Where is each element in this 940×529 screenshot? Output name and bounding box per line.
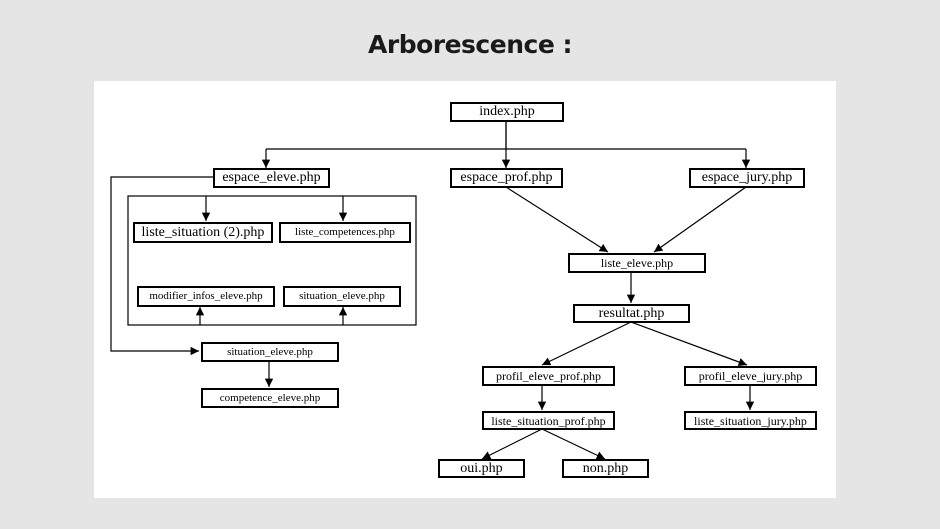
node-espace-jury: espace_jury.php	[689, 168, 805, 188]
node-situation-eleve-inner: situation_eleve.php	[283, 286, 401, 307]
edge-resultat-profil-prof	[541, 321, 632, 366]
edge-eleve-situation-loop	[110, 176, 213, 356]
edge-jury-liste-eleve	[653, 186, 747, 253]
node-situation-eleve: situation_eleve.php	[201, 342, 339, 362]
node-profil-eleve-prof: profil_eleve_prof.php	[482, 366, 615, 386]
page-title: Arborescence :	[368, 30, 572, 59]
edge-prof-liste-eleve	[505, 186, 609, 253]
node-resultat: resultat.php	[573, 304, 690, 323]
eleve-group-frame	[127, 195, 417, 326]
node-profil-eleve-jury: profil_eleve_jury.php	[684, 366, 817, 386]
node-liste-situation-jury: liste_situation_jury.php	[684, 411, 817, 430]
edge-liste-prof-non	[541, 428, 606, 460]
node-index: index.php	[450, 102, 564, 122]
node-espace-eleve: espace_eleve.php	[213, 168, 330, 188]
connector-layer	[110, 121, 755, 460]
node-modifier-infos-eleve: modifier_infos_eleve.php	[137, 286, 275, 307]
edge-liste-prof-oui	[481, 428, 543, 460]
node-oui: oui.php	[438, 459, 525, 478]
sitemap-diagram: index.php espace_eleve.php espace_prof.p…	[94, 81, 836, 498]
node-liste-competences: liste_competences.php	[279, 222, 411, 243]
node-liste-eleve: liste_eleve.php	[568, 253, 706, 273]
node-liste-situation-prof: liste_situation_prof.php	[482, 411, 615, 430]
edge-resultat-profil-jury	[630, 321, 748, 367]
node-liste-situation-2: liste_situation (2).php	[133, 222, 273, 243]
node-espace-prof: espace_prof.php	[450, 168, 563, 188]
node-competence-eleve: competence_eleve.php	[201, 388, 339, 408]
node-non: non.php	[562, 459, 649, 478]
